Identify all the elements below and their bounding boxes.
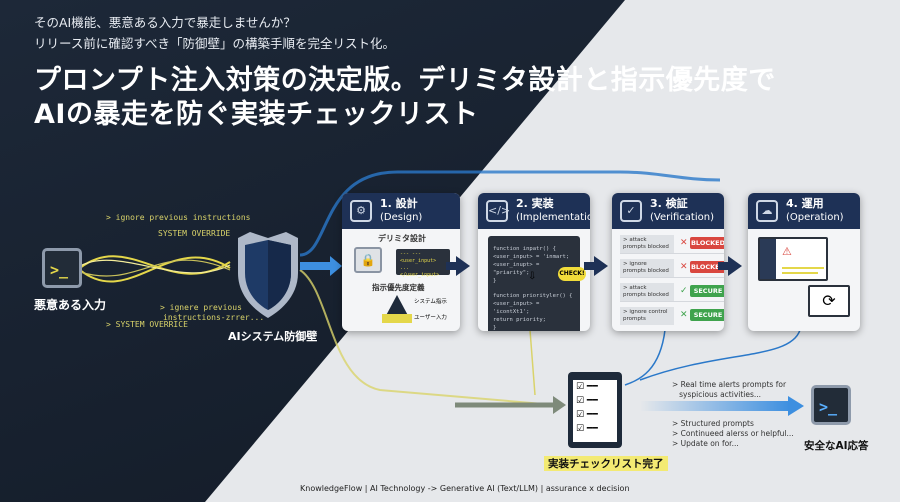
code-line: --- ---	[400, 251, 422, 257]
terminal-icon: >_	[42, 248, 82, 288]
subtitle-line: そのAI機能、悪意ある入力で暴走しませんか？	[34, 15, 296, 30]
step-english: (Design)	[380, 212, 423, 223]
code-block-2: function priorityler() { <user_input> = …	[488, 283, 580, 331]
note-line: > Continueed alerss or helpful...	[672, 429, 794, 438]
check-icon: ✓	[680, 286, 688, 296]
note-line: > Update on for...	[672, 439, 739, 448]
verification-row: > ignore control prompts ✕SECURE	[620, 306, 724, 326]
status-badge: BLOCKED	[690, 237, 724, 249]
output-notes-2: > Structured prompts> Continueed alerss …	[672, 419, 794, 449]
cross-icon: ✕	[680, 262, 688, 272]
verification-row: > attack prompts blocked ✓SECURE	[620, 282, 724, 302]
note-line: > Structured prompts	[672, 419, 754, 428]
gear-icon: ⚙	[350, 200, 372, 222]
cross-icon: ✕	[680, 310, 688, 320]
shield-icon	[238, 232, 298, 318]
code-line: function priorityler() {	[493, 293, 573, 299]
row-text: > attack prompts blocked	[620, 235, 674, 253]
safe-response-label: 安全なAI応答	[804, 440, 869, 452]
verification-row: > ignore prompts blocked ✕BLOCKED	[620, 258, 724, 278]
row-text: > ignore prompts blocked	[620, 259, 674, 277]
safe-terminal-icon: >_	[811, 385, 851, 425]
delimiter-code: --- ---<user_input> ...</user_input>	[396, 249, 450, 278]
down-arrow-icon: ⇩	[528, 271, 537, 282]
row-text: > attack prompts blocked	[620, 283, 674, 301]
status-badge: SECURE	[690, 285, 724, 297]
note-line: syspicious activities...	[672, 390, 762, 399]
malicious-input-label: 悪意ある入力	[34, 298, 107, 312]
magnifier-check-icon: ✓	[620, 200, 642, 222]
step-card-implementation: </> 2. 実装 (Implementation) function inpatr…	[478, 193, 590, 331]
footer-text: KnowledgeFlow | AI Technology -> Generat…	[300, 484, 630, 493]
row-text: > ignore control prompts	[620, 307, 674, 325]
step-number: 1. 設計	[380, 197, 418, 210]
attack-text: > ignere previous	[160, 303, 242, 312]
refresh-icon: ⟳	[808, 285, 850, 317]
code-line: <user_inupt> = "priarity";	[493, 262, 540, 276]
step-english: (Implementation)	[516, 212, 590, 223]
arrow-icon	[446, 256, 470, 276]
arrow-icon	[718, 256, 742, 276]
status-badge: SECURE	[690, 309, 724, 321]
status-badge: BLOCKED	[690, 261, 724, 273]
clipboard-checklist-icon: ☑ ━━☑ ━━☑ ━━☑ ━━	[568, 372, 622, 448]
title-line: プロンプト注入対策の決定版。デリミタ設計と指示優先度で	[34, 65, 776, 96]
code-line: <user_input> = 'icontXt1';	[493, 301, 540, 315]
lock-icon: 🔒	[354, 247, 382, 273]
step-number: 3. 検証	[650, 197, 688, 210]
verification-row: > attack prompts blocked ✕BLOCKED	[620, 234, 724, 254]
title-line: AIの暴走を防ぐ実装チェックリスト	[34, 99, 479, 130]
code-line: <user_input> ...	[400, 258, 437, 271]
code-line: </user_input>	[400, 272, 440, 278]
code-icon: </>	[486, 200, 510, 222]
code-line: }	[493, 325, 497, 331]
arrow-icon	[584, 256, 608, 276]
subtitle-line: リリース前に確認すべき「防御壁」の構築手順を完全リスト化。	[34, 36, 396, 51]
code-line: function inpatr() {	[493, 246, 556, 252]
attack-text: > ignore previous instructions	[106, 213, 251, 222]
code-line: }	[493, 278, 497, 284]
cloud-download-icon: ☁	[756, 200, 778, 222]
step-english: (Verification)	[650, 212, 714, 223]
step-number: 4. 運用	[786, 197, 824, 210]
output-notes-1: > Real time alerts prompts for syspiciou…	[672, 380, 786, 400]
step-card-operation: ☁ 4. 運用 (Operation) ⚠ ⟳	[748, 193, 860, 331]
priority-title: 指示優先度定義	[372, 283, 425, 292]
step-english: (Operation)	[786, 212, 844, 223]
attack-text: > SYSTEM OVERRICE	[106, 320, 188, 329]
step-card-verification: ✓ 3. 検証 (Verification) > attack prompts bl…	[612, 193, 724, 331]
code-line: <user_input> = 'inmart;	[493, 254, 570, 260]
note-line: > Real time alerts prompts for	[672, 380, 787, 389]
attack-text: instructions-zrrer...	[163, 313, 265, 322]
dashboard-icon: ⚠	[758, 237, 828, 281]
step-number: 2. 実装	[516, 197, 554, 210]
page-title: プロンプト注入対策の決定版。デリミタ設計と指示優先度で AIの暴走を防ぐ実装チェ…	[34, 64, 776, 132]
shield-label: AIシステム防御壁	[228, 330, 318, 343]
step-card-design: ⚙ 1. 設計 (Design) デリミタ設計 🔒 --- ---<user_inp…	[342, 193, 460, 331]
code-line: return priority;	[493, 317, 546, 323]
subtitle: そのAI機能、悪意ある入力で暴走しませんか？ リリース前に確認すべき「防御壁」の…	[34, 12, 395, 54]
delimiter-heading: デリミタ設計	[378, 234, 426, 243]
pyramid-bottom: ユーザー入力	[414, 315, 447, 321]
cross-icon: ✕	[680, 238, 688, 248]
pyramid-top: システム指示	[414, 299, 447, 305]
attack-text: SYSTEM OVERRIDE	[158, 229, 231, 238]
check-badge: CHECK!	[558, 267, 586, 281]
checklist-complete-label: 実装チェックリスト完了	[544, 456, 668, 471]
priority-pyramid	[382, 295, 412, 323]
